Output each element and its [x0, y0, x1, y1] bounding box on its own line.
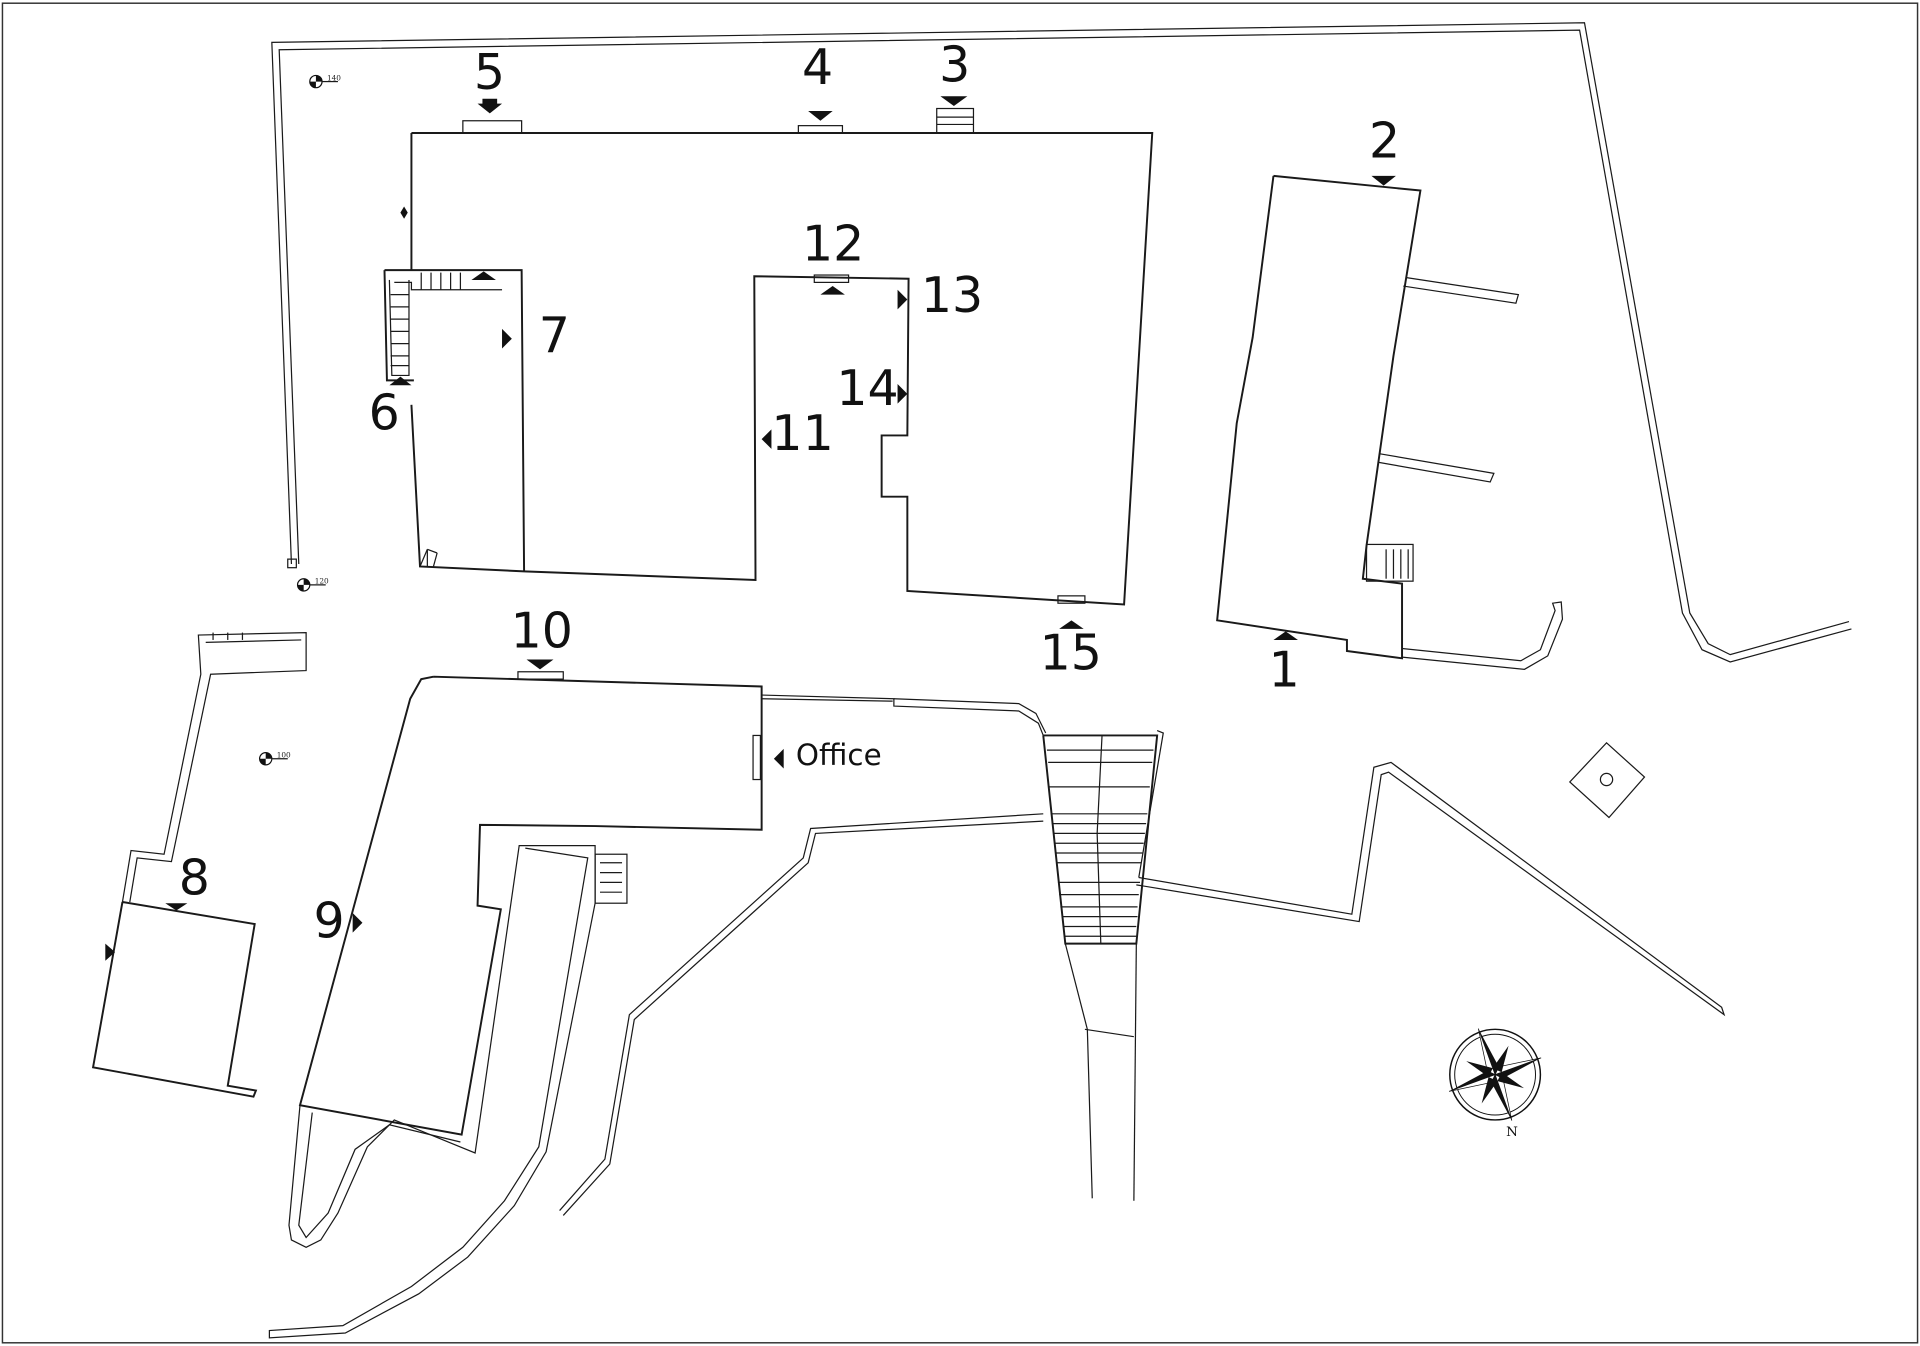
elevation-marker: 120 — [296, 577, 329, 592]
entrance-label-8: 8 — [179, 850, 210, 907]
entrance-label-4: 4 — [802, 39, 833, 96]
compass-rose-icon: N — [1448, 1028, 1542, 1140]
entrance-label-6: 6 — [369, 384, 400, 441]
entrance-label-3: 3 — [939, 37, 970, 94]
building-south — [268, 671, 763, 1339]
elevation-marker: 140 — [309, 73, 341, 89]
svg-text:100: 100 — [277, 750, 291, 759]
building-north — [383, 107, 1154, 606]
entrance-labels: 1 2 3 4 5 6 7 8 9 10 11 12 13 14 15 Offi… — [179, 37, 1400, 950]
building-southwest — [91, 631, 307, 1098]
svg-text:120: 120 — [315, 577, 329, 586]
elevation-marker: 100 — [258, 750, 291, 766]
entrance-label-5: 5 — [474, 44, 505, 101]
entrance-label-13: 13 — [921, 267, 983, 324]
elevation-markers: 140 120 100 — [258, 73, 341, 766]
entrance-label-12: 12 — [802, 215, 864, 272]
building-east — [1216, 174, 1564, 670]
entrance-label-11: 11 — [771, 405, 833, 462]
svg-text:140: 140 — [327, 73, 341, 82]
stairs-6 — [388, 272, 462, 377]
main-staircase — [1042, 729, 1164, 945]
entrance-arrows — [105, 96, 1396, 961]
pavilion — [1568, 741, 1646, 819]
entrance-label-9: 9 — [313, 892, 344, 949]
entrance-label-14: 14 — [836, 360, 898, 417]
perimeter-wall — [271, 22, 1852, 663]
entrance-label-1: 1 — [1269, 641, 1300, 698]
entrance-label-2: 2 — [1369, 112, 1400, 169]
entrance-label-7: 7 — [539, 307, 570, 364]
entrance-label-10: 10 — [511, 602, 573, 659]
compass-north-label: N — [1506, 1125, 1518, 1140]
office-label: Office — [796, 738, 882, 772]
site-walls-south — [559, 694, 1726, 1216]
entrance-label-15: 15 — [1040, 624, 1102, 681]
